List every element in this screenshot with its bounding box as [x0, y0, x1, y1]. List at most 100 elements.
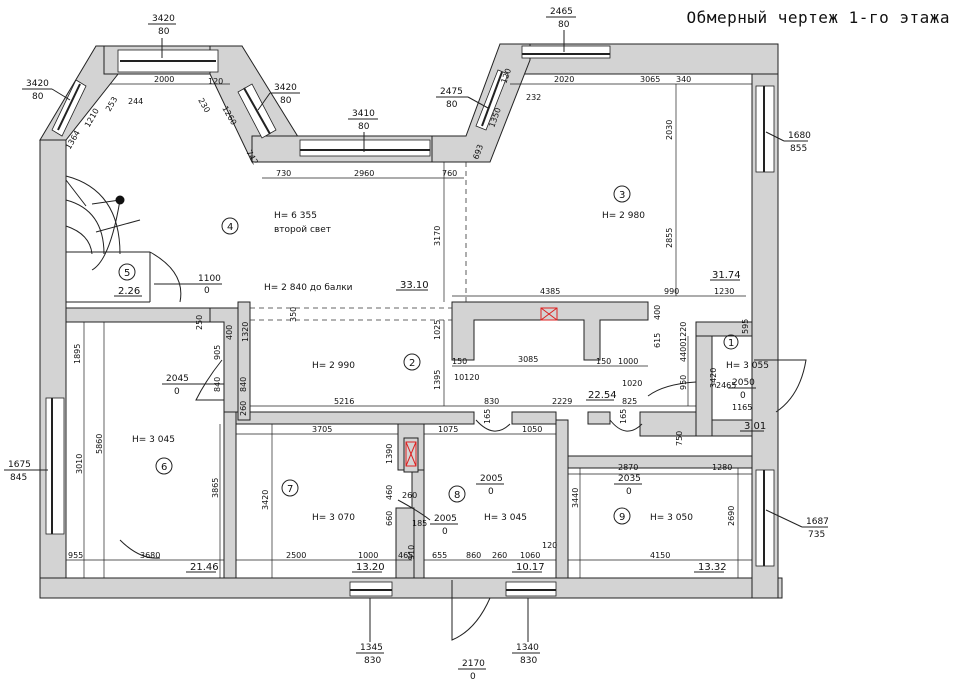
dim-label: 955: [68, 551, 83, 560]
dim-label: 2690: [727, 506, 736, 526]
opening-label: 1680 855: [765, 131, 811, 154]
dim-label: 3010: [75, 454, 84, 474]
dim-label: 244: [128, 97, 143, 106]
room-5-marker: [118, 263, 136, 281]
svg-text:2045: 2045: [166, 374, 189, 384]
drawing-title: Обмерный чертеж 1-го этажа: [686, 8, 950, 27]
dim-label: 2855: [665, 228, 674, 248]
opening-label: 2045 0: [162, 374, 224, 397]
dim-label: 3420: [709, 368, 718, 388]
dim-label: 1220: [679, 322, 688, 342]
dim-label: 10120: [454, 373, 479, 382]
room-2-area: 22.54: [588, 390, 617, 401]
dim-label: 4400: [679, 342, 688, 362]
svg-text:80: 80: [358, 122, 370, 132]
dim-label: 1395: [433, 370, 442, 390]
opening-label: 2005 0: [476, 474, 504, 497]
svg-text:1687: 1687: [806, 517, 829, 527]
dim-label: 120: [542, 541, 557, 550]
opening-label: 3420 80: [22, 79, 71, 102]
dim-label: 5216: [334, 397, 354, 406]
room-6-area: 21.46: [190, 562, 219, 573]
dim-label: 400: [653, 305, 662, 320]
dim-label: 2000: [154, 75, 174, 84]
dashed-lines: [250, 162, 467, 321]
dim-label: 1000: [618, 357, 638, 366]
svg-text:735: 735: [808, 530, 825, 540]
svg-text:0: 0: [740, 391, 746, 401]
svg-text:80: 80: [280, 96, 292, 106]
dim-label: 2465: [716, 381, 736, 390]
svg-text:845: 845: [10, 473, 27, 483]
opening-label: 3410 80: [348, 109, 378, 152]
dim-label: 1050: [522, 425, 542, 434]
room-2-marker: [403, 353, 421, 371]
dim-label: 1895: [73, 344, 82, 364]
dim-label: 260: [239, 401, 248, 416]
room-4-height: H= 6 355: [274, 211, 317, 221]
svg-text:1345: 1345: [360, 643, 383, 653]
dim-label: 5860: [95, 434, 104, 454]
dim-label: 165: [619, 409, 628, 424]
svg-text:1100: 1100: [198, 274, 221, 284]
svg-text:2005: 2005: [434, 514, 457, 524]
svg-text:80: 80: [158, 27, 170, 37]
vent-markers: [405, 307, 558, 467]
dim-label: 860: [466, 551, 481, 560]
svg-text:0: 0: [204, 286, 210, 296]
opening-label: 2035 0: [614, 474, 642, 497]
svg-text:2050: 2050: [732, 378, 755, 388]
opening-label: 2005 0: [430, 514, 458, 537]
svg-text:80: 80: [446, 100, 458, 110]
dim-label: 4150: [650, 551, 670, 560]
interior-walls: [65, 301, 753, 579]
room-7-height: H= 3 070: [312, 513, 355, 523]
dim-label: 615: [653, 333, 662, 348]
dim-label: 165: [483, 409, 492, 424]
dim-label: 150: [596, 357, 611, 366]
room-1-number: 1: [728, 338, 734, 349]
svg-text:2170: 2170: [462, 659, 485, 669]
dim-label: 595: [741, 319, 750, 334]
dim-label: 750: [675, 431, 684, 446]
svg-text:1340: 1340: [516, 643, 539, 653]
svg-text:830: 830: [364, 656, 381, 666]
room-4-marker: [221, 217, 239, 235]
dim-label: 825: [622, 397, 637, 406]
dim-label: 1320: [241, 322, 250, 342]
opening-label: 2475 80: [436, 87, 489, 110]
svg-text:2475: 2475: [440, 87, 463, 97]
room-4-number: 4: [227, 222, 233, 233]
svg-text:2465: 2465: [550, 7, 573, 17]
dim-label: 950: [679, 375, 688, 390]
room-5-number: 5: [124, 268, 130, 279]
dim-label: 2960: [354, 169, 374, 178]
room-3-number: 3: [619, 190, 625, 201]
dim-label: 1060: [520, 551, 540, 560]
svg-text:830: 830: [520, 656, 537, 666]
room-3-height: H= 2 980: [602, 211, 645, 221]
svg-text:855: 855: [790, 144, 807, 154]
beam-note: H= 2 840 до балки: [264, 283, 353, 293]
dim-label: 230: [196, 97, 211, 115]
svg-text:3410: 3410: [352, 109, 375, 119]
svg-text:1680: 1680: [788, 131, 811, 141]
dimension-lines: [66, 83, 752, 578]
opening-label: 1100 0: [154, 274, 222, 296]
dim-label: 1020: [622, 379, 642, 388]
room-6-height: H= 3 045: [132, 435, 175, 445]
opening-labels: 3420 80 2465 80 3420 80 3420 80 3410 80: [4, 7, 829, 682]
dim-label: 3085: [518, 355, 538, 364]
dim-label: 260: [402, 491, 417, 500]
room-2-number: 2: [409, 358, 415, 369]
dim-label: 990: [664, 287, 679, 296]
dim-label: 3440: [571, 488, 580, 508]
dim-label: 3420: [261, 490, 270, 510]
dim-label: 840: [239, 377, 248, 392]
dim-label: 830: [484, 397, 499, 406]
room-9-number: 9: [619, 512, 625, 523]
dim-label: 660: [385, 511, 394, 526]
room-8-height: H= 3 045: [484, 513, 527, 523]
svg-text:0: 0: [470, 672, 476, 682]
